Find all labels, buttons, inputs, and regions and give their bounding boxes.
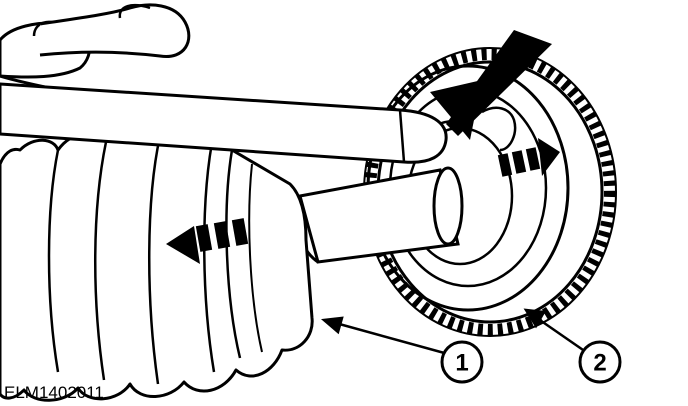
figure-code: ELM1402011: [4, 383, 104, 402]
direction-arrow-large: [430, 30, 552, 140]
callout-2-label: 2: [593, 350, 606, 377]
leader-line-1: [331, 320, 449, 356]
screwdriver-tool: [0, 82, 448, 164]
callout-1-label: 1: [455, 350, 468, 377]
movement-arrow-right: [497, 138, 560, 177]
movement-arrow-left: [166, 218, 249, 264]
drive-shaft: [294, 166, 464, 264]
leader-line-2: [533, 314, 587, 354]
hand-illustration: [0, 3, 191, 92]
leader-arrowhead-1: [321, 316, 344, 335]
leader-arrowhead-2: [523, 308, 547, 329]
cv-boot: [0, 120, 314, 402]
leader-lines: [321, 308, 587, 356]
callout-2: 2: [578, 340, 622, 384]
callout-1: 1: [440, 340, 484, 384]
